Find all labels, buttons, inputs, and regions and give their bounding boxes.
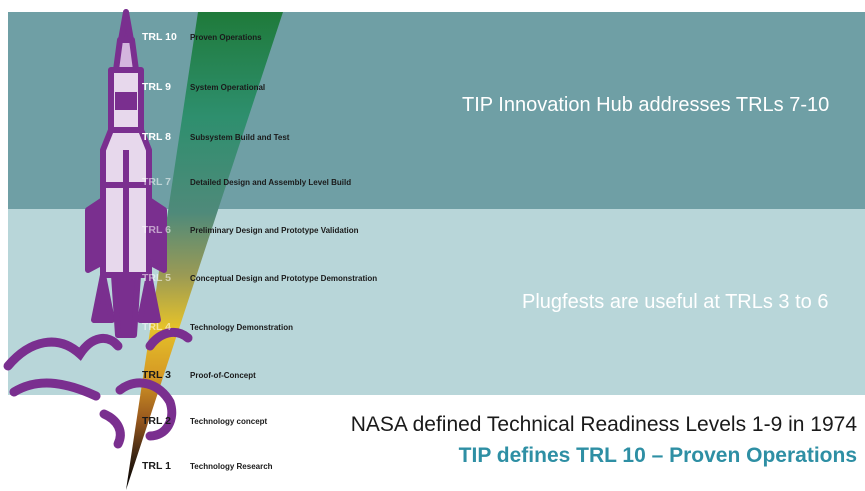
trl-number: TRL 4 [142, 321, 171, 333]
trl-number: TRL 8 [142, 131, 171, 143]
nasa-message: NASA defined Technical Readiness Levels … [350, 413, 857, 436]
trl-level-3: TRL 3 Proof-of-Concept [142, 366, 256, 384]
tip-message: TIP defines TRL 10 – Proven Operations [458, 444, 857, 467]
smoke-plumes [3, 327, 193, 449]
trl-number: TRL 2 [142, 415, 171, 427]
trl-level-1: TRL 1 Technology Research [142, 457, 273, 475]
trl-level-9: TRL 9 System Operational [142, 78, 265, 96]
trl-level-7: TRL 7 Detailed Design and Assembly Level… [142, 173, 351, 191]
trl-description: Technology Demonstration [190, 322, 293, 332]
innovation-hub-message: TIP Innovation Hub addresses TRLs 7-10 [462, 94, 830, 116]
trl-level-5: TRL 5 Conceptual Design and Prototype De… [142, 269, 377, 287]
trl-level-6: TRL 6 Preliminary Design and Prototype V… [142, 221, 358, 239]
trl-number: TRL 9 [142, 81, 171, 93]
trl-number: TRL 10 [142, 31, 177, 43]
rocket [85, 9, 167, 338]
trl-description: Proven Operations [190, 32, 262, 42]
trl-level-2: TRL 2 Technology concept [142, 412, 267, 430]
readiness-cone [126, 12, 283, 490]
plugfests-message: Plugfests are useful at TRLs 3 to 6 [522, 291, 829, 313]
trl-description: Technology concept [190, 416, 268, 426]
trl-number: TRL 5 [142, 272, 171, 284]
trl-description: Preliminary Design and Prototype Validat… [190, 225, 359, 235]
trl-number: TRL 1 [142, 460, 171, 472]
trl-number: TRL 3 [142, 369, 171, 381]
trl-description: Detailed Design and Assembly Level Build [190, 177, 352, 187]
trl-level-10: TRL 10 Proven Operations [142, 28, 262, 46]
trl-level-4: TRL 4 Technology Demonstration [142, 318, 293, 336]
trl-description: System Operational [190, 82, 266, 92]
trl-level-8: TRL 8 Subsystem Build and Test [142, 128, 289, 146]
trl-number: TRL 7 [142, 176, 171, 188]
trl-description: Subsystem Build and Test [190, 132, 290, 142]
trl-description: Technology Research [190, 461, 273, 471]
trl-description: Proof-of-Concept [190, 370, 256, 380]
trl-description: Conceptual Design and Prototype Demonstr… [190, 273, 378, 283]
trl-number: TRL 6 [142, 224, 171, 236]
